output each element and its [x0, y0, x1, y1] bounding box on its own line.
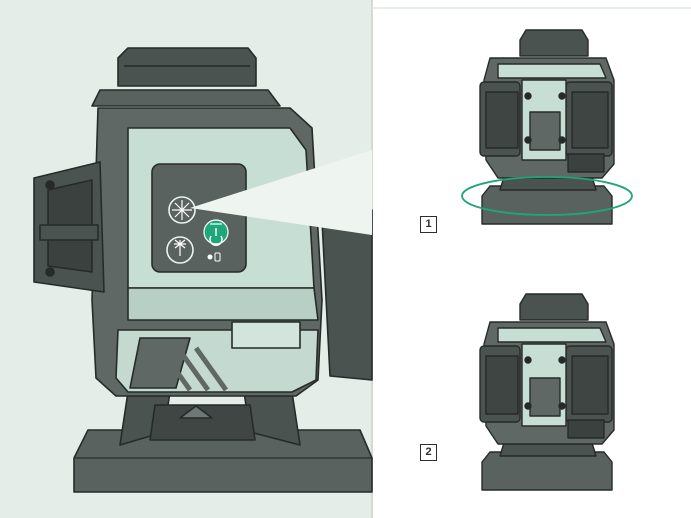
control-panel: [151, 163, 247, 273]
power-icon[interactable]: [203, 219, 229, 246]
horizontal-laser-ring: [461, 176, 633, 216]
top-cap: [117, 47, 257, 87]
laser-burst-icon[interactable]: [168, 196, 196, 224]
step-badge-1: 1: [420, 216, 437, 233]
laser-level-step-1: [479, 29, 615, 225]
laser-level-step-2: [479, 293, 615, 491]
large-laser-level: [33, 47, 373, 493]
callout-beam: [190, 150, 372, 235]
base-center: [149, 404, 256, 441]
laser-point-icon[interactable]: [166, 236, 194, 264]
step-badge-2: 2: [420, 444, 437, 461]
battery-led-icon: [207, 252, 221, 262]
